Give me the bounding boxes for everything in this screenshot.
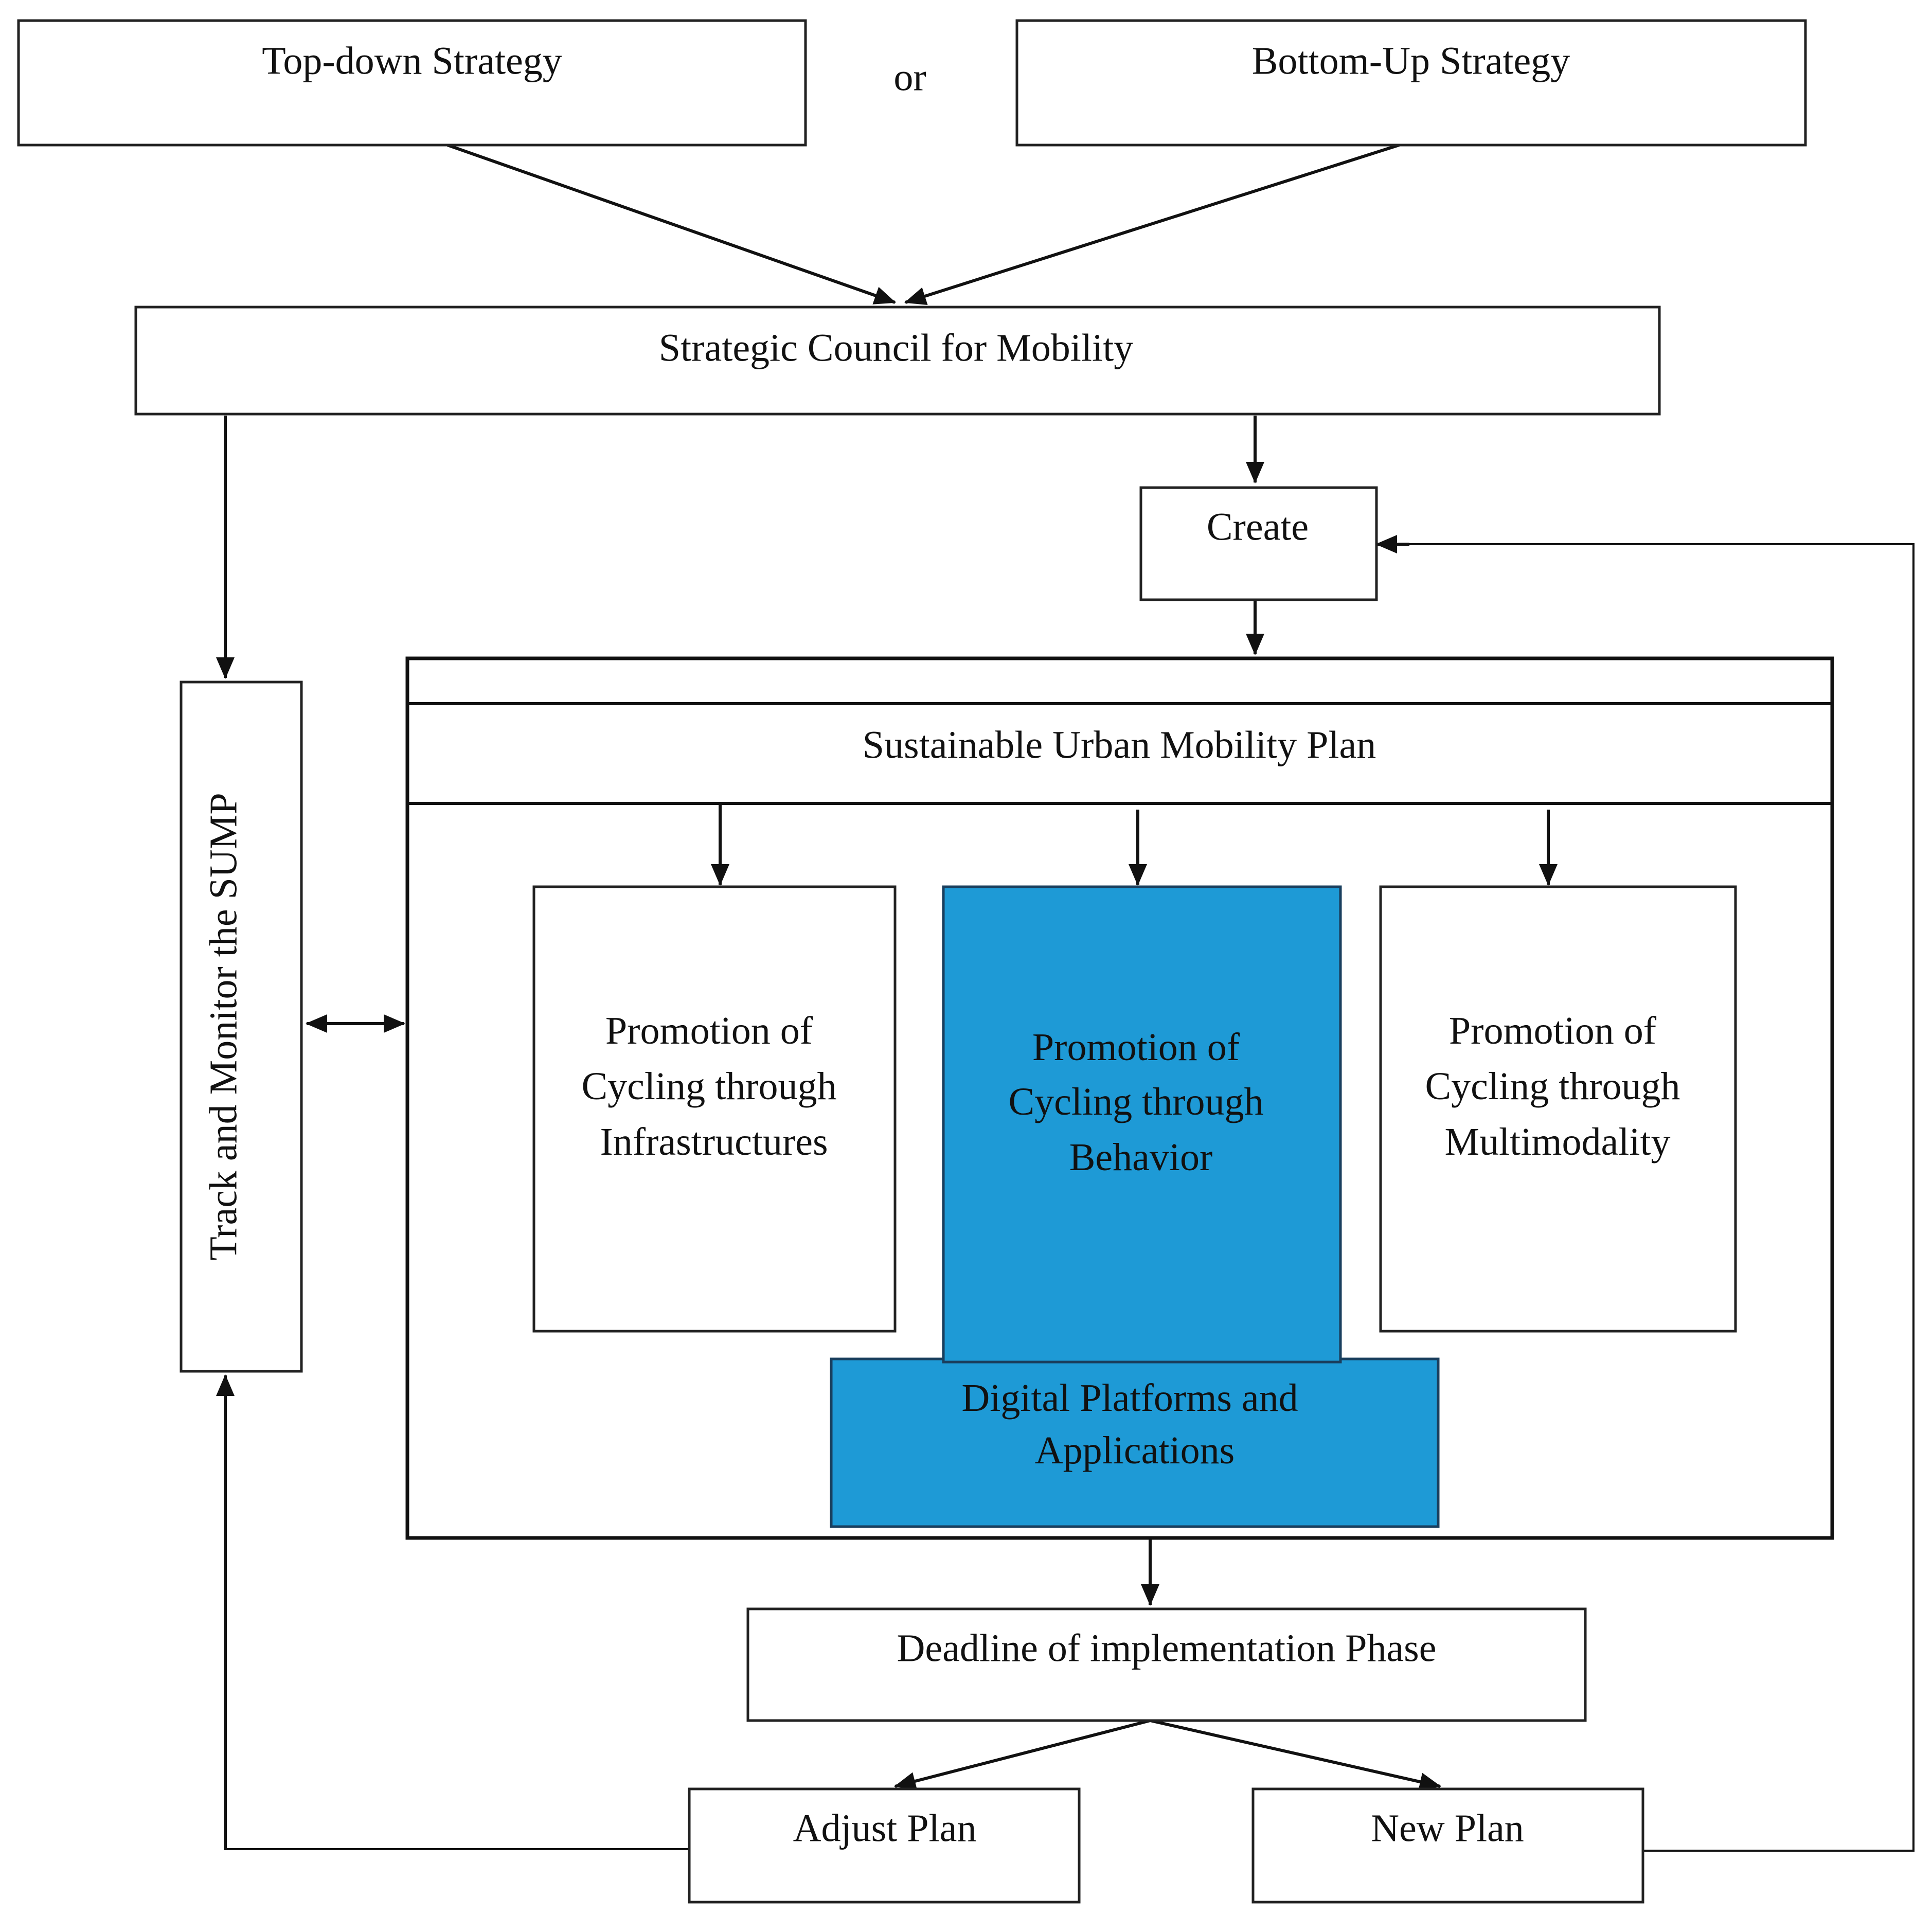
top-down-strategy-box: Top-down Strategy xyxy=(17,19,807,147)
adjust-plan-box: Adjust Plan xyxy=(688,1787,1081,1904)
sump-title: Sustainable Urban Mobility Plan xyxy=(863,723,1376,766)
or-label: or xyxy=(893,56,926,99)
behavior-label: Promotion of Cycling through Behavior xyxy=(1008,1026,1273,1179)
create-label: Create xyxy=(1207,505,1309,548)
new-plan-box: New Plan xyxy=(1251,1787,1644,1904)
bottom-up-strategy-label: Bottom-Up Strategy xyxy=(1252,39,1570,82)
connectors xyxy=(216,144,1915,1852)
track-monitor-label: Track and Monitor the SUMP xyxy=(202,793,245,1260)
arrow-deadline-to-newplan xyxy=(1150,1719,1441,1791)
create-box: Create xyxy=(1139,486,1378,601)
multimodality-box: Promotion of Cycling through Multimodali… xyxy=(1379,885,1737,1333)
deadline-label: Deadline of implementation Phase xyxy=(897,1626,1437,1670)
adjust-plan-label: Adjust Plan xyxy=(793,1806,977,1850)
arrow-deadline-to-adjust xyxy=(894,1719,1151,1790)
strategic-council-box: Strategic Council for Mobility xyxy=(134,306,1661,416)
behavior-box: Promotion of Cycling through Behavior xyxy=(942,885,1342,1364)
arrow-topdown-to-council xyxy=(447,144,896,305)
deadline-box: Deadline of implementation Phase xyxy=(746,1607,1587,1722)
digital-platforms-box: Digital Platforms and Applications xyxy=(830,1357,1440,1528)
arrow-bottomup-to-council xyxy=(904,144,1400,306)
strategic-council-label: Strategic Council for Mobility xyxy=(659,326,1133,369)
multimodality-label: Promotion of Cycling through Multimodali… xyxy=(1425,1009,1690,1163)
bottom-up-strategy-box: Bottom-Up Strategy xyxy=(1015,19,1807,147)
line-newplan-to-create xyxy=(1399,543,1915,1852)
infrastructures-label: Promotion of Cycling through Infrastruct… xyxy=(581,1009,846,1163)
track-monitor-box: Track and Monitor the SUMP xyxy=(180,681,303,1373)
sump-container: Sustainable Urban Mobility Plan xyxy=(405,656,1834,1540)
new-plan-label: New Plan xyxy=(1371,1806,1524,1850)
digital-platforms-label: Digital Platforms and Applications xyxy=(961,1376,1308,1472)
infrastructures-box: Promotion of Cycling through Infrastruct… xyxy=(532,885,897,1333)
top-down-strategy-label: Top-down Strategy xyxy=(262,39,562,82)
